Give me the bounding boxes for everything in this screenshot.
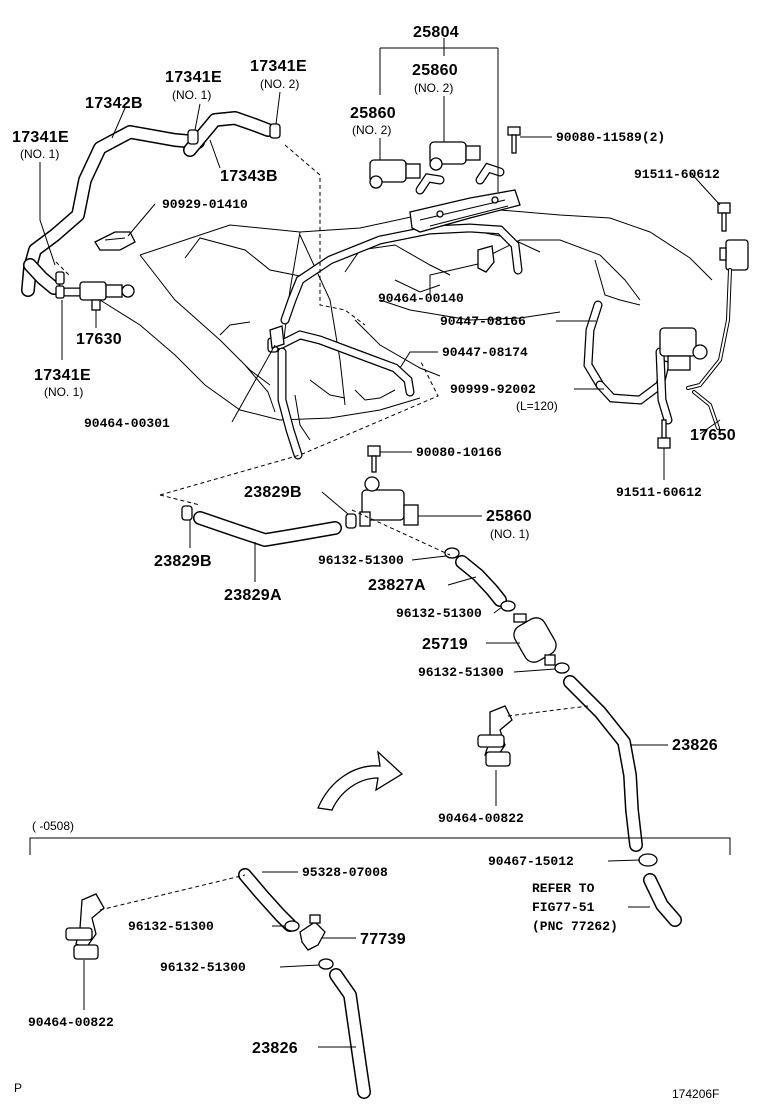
label-25804: 25804 xyxy=(413,24,459,41)
label-23826-inset: 23826 xyxy=(252,1040,298,1057)
clamp-96132-inset-icon xyxy=(284,920,334,970)
bracket-25804 xyxy=(409,189,521,233)
label-23829B-top: 23829B xyxy=(244,484,302,501)
label-25860-no2-left-sub: (NO. 2) xyxy=(352,123,391,137)
clip-90464-00140 xyxy=(477,245,495,273)
label-17341E-no2-sub: (NO. 2) xyxy=(260,77,299,91)
label-91511-60612-bottom: 91511-60612 xyxy=(616,485,702,500)
corner-mark: P xyxy=(14,1081,22,1095)
hose-long-center xyxy=(280,223,523,325)
label-17342B: 17342B xyxy=(85,95,143,112)
label-17341E-no1-top-sub: (NO. 1) xyxy=(172,88,211,102)
hose-23826-main xyxy=(563,675,643,852)
range-note: ( -0508) xyxy=(32,819,74,833)
label-23826-main: 23826 xyxy=(672,737,718,754)
clip-90464-00301 xyxy=(269,325,285,349)
label-23829B-left: 23829B xyxy=(154,553,212,570)
label-25860-no1: 25860 xyxy=(486,508,532,525)
label-25860-no1-sub: (NO. 1) xyxy=(490,527,529,541)
hose-90447-08174 xyxy=(275,330,415,397)
label-96132-51300-b: 96132-51300 xyxy=(396,606,482,621)
dashed-guides xyxy=(55,144,589,911)
engine-outline xyxy=(79,209,713,441)
refer-line-3: (PNC 77262) xyxy=(532,919,618,934)
clamp-icon xyxy=(55,123,281,353)
label-23827A: 23827A xyxy=(368,577,426,594)
label-90447-08166: 90447-08166 xyxy=(440,314,526,329)
label-23829A: 23829A xyxy=(224,587,282,604)
hose-23826-inset xyxy=(329,968,371,1099)
hose-17343B xyxy=(183,111,275,157)
label-17341E-no1-left-sub: (NO. 1) xyxy=(20,147,59,161)
vsv-25860-no1 xyxy=(359,476,419,527)
label-90999-92002: 90999-92002 xyxy=(450,382,536,397)
label-90929-01410: 90929-01410 xyxy=(162,197,248,212)
label-17341E-no1-top: 17341E xyxy=(165,69,222,86)
bolt-91511-top xyxy=(717,202,731,232)
sensor-17650 xyxy=(659,327,708,371)
label-90080-10166: 90080-10166 xyxy=(416,445,502,460)
part-labels: 25804 25860 (NO. 2) 25860 (NO. 2) 17341E… xyxy=(12,24,736,1101)
hose-refer xyxy=(643,873,682,927)
vsv-17630 xyxy=(79,281,135,311)
hose-90447-08166 xyxy=(583,300,605,390)
label-90467-15012: 90467-15012 xyxy=(488,854,574,869)
leader-lines xyxy=(39,38,721,1048)
clamp-96132-icon xyxy=(444,547,570,674)
label-17630: 17630 xyxy=(76,331,122,348)
label-95328-07008: 95328-07008 xyxy=(302,865,388,880)
clamp-23829B-left xyxy=(181,505,193,521)
hose-95328 xyxy=(238,868,297,932)
vsv-25860-no2-left xyxy=(369,159,445,195)
label-90464-00301: 90464-00301 xyxy=(84,416,170,431)
label-96132-51300-d: 96132-51300 xyxy=(128,919,214,934)
connector-17650 xyxy=(719,239,749,271)
label-17343B: 17343B xyxy=(220,168,278,185)
label-90447-08174: 90447-08174 xyxy=(442,345,528,360)
label-90464-00822-main: 90464-00822 xyxy=(438,811,524,826)
bracket-90929 xyxy=(94,231,136,251)
wire-17650 xyxy=(686,268,732,430)
label-90464-00822-inset: 90464-00822 xyxy=(28,1015,114,1030)
figure-code: 174206F xyxy=(672,1087,719,1101)
label-25860-no2-left: 25860 xyxy=(350,105,396,122)
clip-90464-00822-inset xyxy=(65,893,105,960)
bolt-90080-10166 xyxy=(367,445,381,473)
hose-90999-92002 xyxy=(595,347,673,425)
label-25860-no2-top-sub: (NO. 2) xyxy=(414,81,453,95)
check-valve-77739 xyxy=(299,914,326,951)
label-17650: 17650 xyxy=(690,427,736,444)
label-77739: 77739 xyxy=(360,931,406,948)
bolt-icon xyxy=(507,126,521,154)
hose-23829A xyxy=(193,511,342,547)
inset-bracket xyxy=(29,837,731,855)
label-91511-60612-top: 91511-60612 xyxy=(634,167,720,182)
label-17341E-no1-left: 17341E xyxy=(12,129,69,146)
arrow-icon xyxy=(317,750,404,811)
label-25719: 25719 xyxy=(422,636,468,653)
label-90999-length: (L=120) xyxy=(516,399,558,413)
label-90080-11589: 90080-11589(2) xyxy=(556,130,665,145)
vsv-25860-no2-right xyxy=(429,141,505,185)
hose-23827A xyxy=(455,555,507,607)
clamp-23829B-top xyxy=(345,513,357,529)
label-96132-51300-a: 96132-51300 xyxy=(318,553,404,568)
refer-line-1: REFER TO xyxy=(532,881,595,896)
label-17341E-no2: 17341E xyxy=(250,58,307,75)
label-17341E-bottom: 17341E xyxy=(34,367,91,384)
label-96132-51300-e: 96132-51300 xyxy=(160,960,246,975)
label-90464-00140: 90464-00140 xyxy=(378,291,464,306)
filter-25719 xyxy=(513,613,557,666)
label-96132-51300-c: 96132-51300 xyxy=(418,665,504,680)
label-25860-no2-top: 25860 xyxy=(412,62,458,79)
clip-90464-00822-main xyxy=(477,705,513,767)
label-17341E-bottom-sub: (NO. 1) xyxy=(44,385,83,399)
refer-line-2: FIG77-51 xyxy=(532,900,595,915)
hose-down-left xyxy=(277,347,303,460)
hose-17341E-left-branch xyxy=(23,258,61,295)
clamp-90467 xyxy=(638,853,658,867)
